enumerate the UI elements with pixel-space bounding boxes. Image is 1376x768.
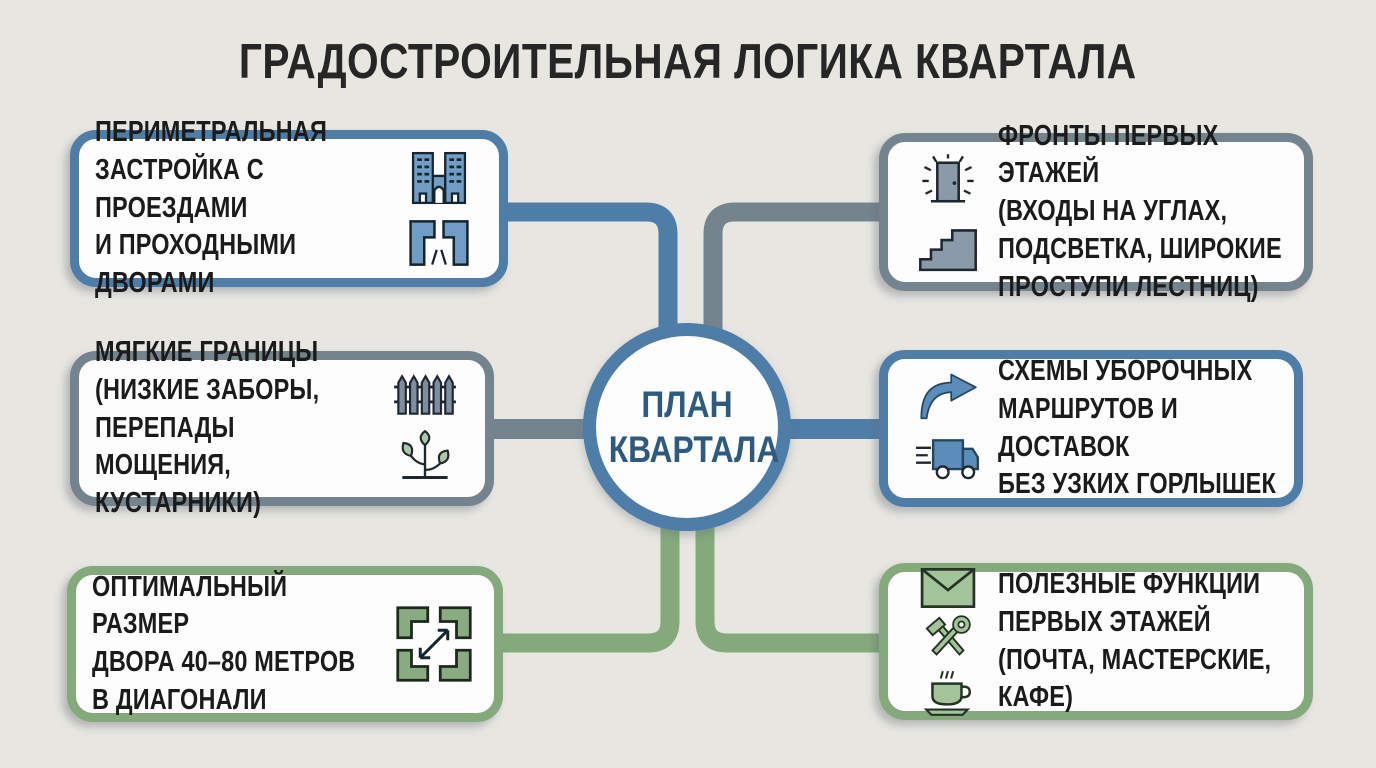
icon-column xyxy=(904,567,992,717)
connector-top-left xyxy=(498,202,678,332)
box-service-routes: СХЕМЫ УБОРОЧНЫХ МАРШРУТОВ И ДОСТАВОК БЕЗ… xyxy=(879,350,1303,507)
box-soft-borders: МЯГКИЕ ГРАНИЦЫ (НИЗКИЕ ЗАБОРЫ, ПЕРЕПАДЫ … xyxy=(70,336,494,519)
page-title: ГРАДОСТРОИТЕЛЬНАЯ ЛОГИКА КВАРТАЛА xyxy=(239,35,1137,89)
central-node: ПЛАН КВАРТАЛА xyxy=(583,323,791,531)
connector-bottom-right xyxy=(695,524,884,653)
workshop-tools-icon xyxy=(925,614,971,656)
box-perimeter-development: ПЕРИМЕТРАЛЬНАЯ ЗАСТРОЙКА С ПРОЕЗДАМИ И П… xyxy=(70,116,508,299)
plant-icon xyxy=(401,430,450,479)
central-node-label: ПЛАН КВАРТАЛА xyxy=(608,383,780,470)
box-text: МЯГКИЕ ГРАНИЦЫ (НИЗКИЕ ЗАБОРЫ, ПЕРЕПАДЫ … xyxy=(95,336,320,520)
picket-fence-icon xyxy=(394,374,456,415)
icon-column xyxy=(390,604,478,684)
box-ground-floor-fronts: ФРОНТЫ ПЕРВЫХ ЭТАЖЕЙ (ВХОДЫ НА УГЛАХ, ПО… xyxy=(879,120,1313,303)
mail-envelope-icon xyxy=(920,567,976,608)
courtyard-size-icon xyxy=(396,606,472,682)
box-text: ОПТИМАЛЬНЫЙ РАЗМЕР ДВОРА 40–80 МЕТРОВ В … xyxy=(92,570,356,716)
stairs-icon xyxy=(919,228,977,271)
box-text: ПЕРИМЕТРАЛЬНАЯ ЗАСТРОЙКА С ПРОЕЗДАМИ И П… xyxy=(95,116,327,300)
icon-column xyxy=(904,153,992,272)
courtyard-passage-icon xyxy=(409,219,469,266)
icon-column xyxy=(395,150,483,268)
buildings-icon xyxy=(411,151,467,204)
route-arrow-icon xyxy=(920,373,977,420)
icon-column xyxy=(904,373,992,484)
icon-column xyxy=(381,373,469,484)
lit-door-icon xyxy=(922,153,974,203)
coffee-cup-icon xyxy=(923,670,972,716)
connector-bottom-left xyxy=(498,524,680,653)
box-text: ПОЛЕЗНЫЕ ФУНКЦИИ ПЕРВЫХ ЭТАЖЕЙ (ПОЧТА, М… xyxy=(998,568,1272,714)
box-text: СХЕМЫ УБОРОЧНЫХ МАРШРУТОВ И ДОСТАВОК БЕЗ… xyxy=(998,355,1277,501)
delivery-truck-icon xyxy=(916,439,979,480)
connector-top-right xyxy=(703,202,880,332)
box-text: ФРОНТЫ ПЕРВЫХ ЭТАЖЕЙ (ВХОДЫ НА УГЛАХ, ПО… xyxy=(998,119,1282,303)
box-courtyard-size: ОПТИМАЛЬНЫЙ РАЗМЕР ДВОРА 40–80 МЕТРОВ В … xyxy=(67,566,503,722)
box-useful-functions: ПОЛЕЗНЫЕ ФУНКЦИИ ПЕРВЫХ ЭТАЖЕЙ (ПОЧТА, М… xyxy=(879,563,1313,720)
